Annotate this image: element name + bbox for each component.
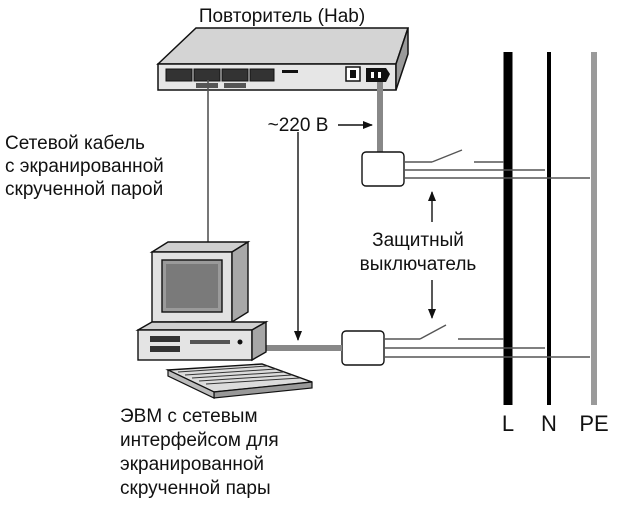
cable-label-line3: скрученной парой [5,179,163,200]
pc-label-line3: экранированной [120,454,264,475]
voltage-label: ~220 В [268,115,329,136]
breaker-upper-contact [431,149,463,163]
bus-label-N: N [541,411,557,436]
hub-ports [165,68,275,88]
bus-label-L: L [502,411,514,436]
pc-label-line4: скрученной пары [120,478,271,499]
bus-label-PE: PE [579,411,608,436]
hub-indicator [282,70,298,73]
hub-device [156,27,410,91]
cable-label-line2: с экранированной [5,156,164,177]
breaker-label-line2: выключатель [360,254,477,275]
pc-system-unit [135,320,269,362]
breaker-lower-contact [419,324,447,340]
breaker-upper [361,149,590,187]
breaker-label-line1: Защитный [372,230,464,251]
pc-label-line1: ЭВМ с сетевым [120,406,258,427]
pc-label-line2: интерфейсом для [120,430,279,451]
pc-keyboard [165,363,313,399]
breaker-lower [341,324,590,366]
pc-computer [135,240,313,399]
hub-label: Повторитель (Hab) [199,6,365,27]
pc-monitor [149,240,251,331]
cable-label-line1: Сетевой кабель [5,133,145,154]
